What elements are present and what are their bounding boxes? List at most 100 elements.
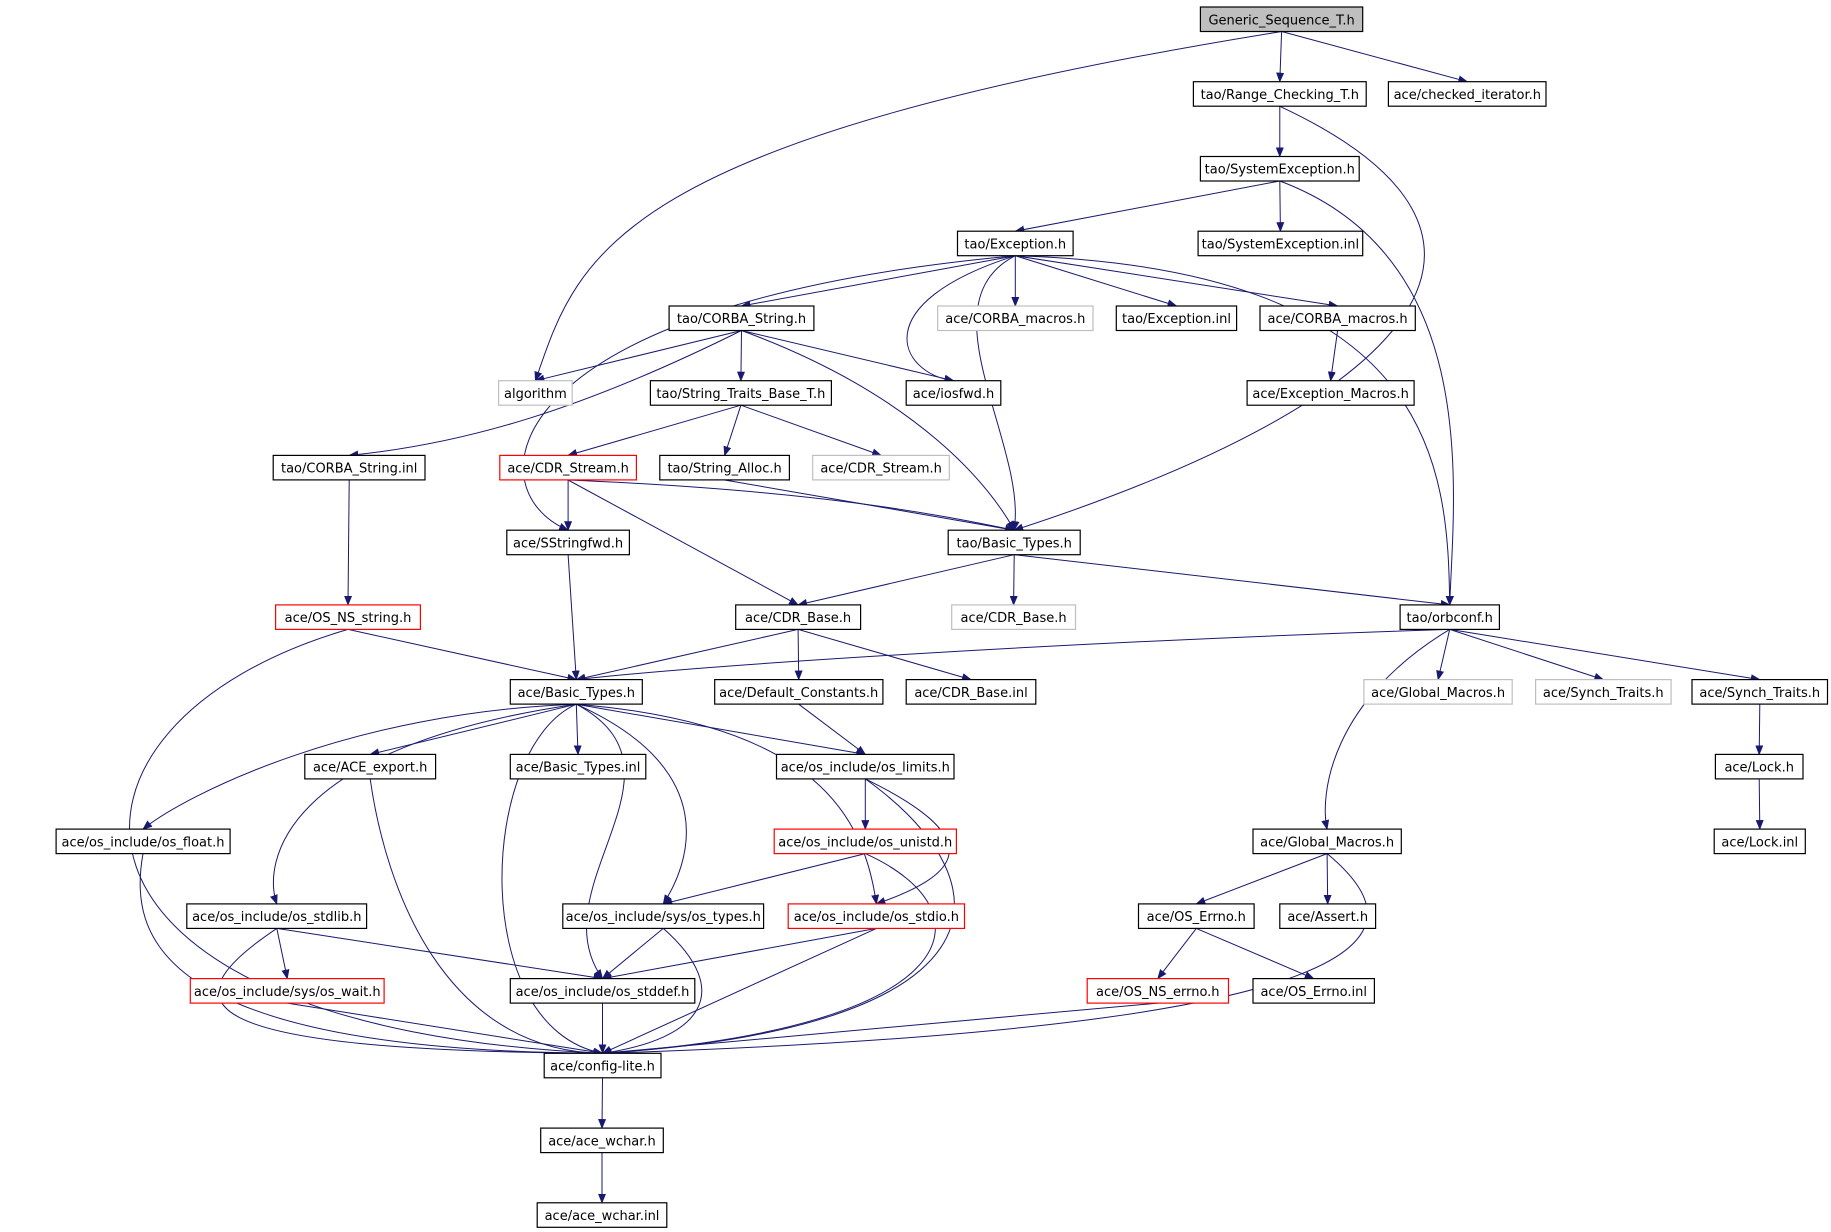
node-ace_os_include_os_stdio_h[interactable]: ace/os_include/os_stdio.h	[787, 903, 966, 930]
node-ace_lock_inl[interactable]: ace/Lock.inl	[1713, 828, 1806, 855]
node-box	[509, 678, 643, 705]
edge-ace_basic_types_h-to-ace_ace_export_h	[369, 703, 577, 757]
edge-ace_global_macros_h-to-ace_os_errno_h	[1195, 853, 1328, 905]
node-label: Generic_Sequence_T.h	[1208, 13, 1354, 28]
node-label: ace/CORBA_macros.h	[1268, 312, 1408, 327]
node-label: ace/Basic_Types.inl	[516, 761, 641, 776]
edge-ace_basic_types_h-to-ace_os_include_os_stdio_h	[576, 703, 880, 905]
edge-ace_default_constants_h-to-ace_os_include_os_limits_h	[798, 703, 867, 756]
edge-ace_os_include_os_stdlib_h-to-ace_os_include_os_stddef_h	[276, 927, 604, 982]
node-ace_os_include_os_stddef_h[interactable]: ace/os_include/os_stddef.h	[509, 977, 696, 1004]
node-ace_ace_wchar_inl[interactable]: ace/ace_wchar.inl	[536, 1202, 668, 1228]
node-box	[905, 380, 1002, 406]
node-box	[1259, 305, 1416, 332]
node-label: ace/os_include/sys/os_wait.h	[194, 985, 381, 1000]
edge-generic_sequence_t_h-to-ace_checked_iterator_h	[1281, 31, 1469, 84]
node-ace_os_include_os_float_h[interactable]: ace/os_include/os_float.h	[55, 828, 231, 855]
node-box	[1713, 828, 1806, 855]
node-tao_exception_h[interactable]: tao/Exception.h	[956, 230, 1074, 257]
node-tao_basic_types_h[interactable]: tao/Basic_Types.h	[947, 529, 1081, 556]
node-ace_checked_iterator_h[interactable]: ace/checked_iterator.h	[1387, 81, 1547, 107]
node-ace_os_ns_errno_h[interactable]: ace/OS_NS_errno.h	[1086, 977, 1230, 1004]
node-label: ace/CDR_Stream.h	[820, 462, 942, 477]
node-label: ace/iosfwd.h	[913, 387, 994, 402]
node-tao_string_traits_base_t_h[interactable]: tao/String_Traits_Base_T.h	[649, 380, 833, 406]
node-label: tao/SystemException.h	[1205, 163, 1355, 178]
node-label: ace/Default_Constants.h	[719, 686, 878, 701]
node-label: ace/Exception_Macros.h	[1252, 387, 1408, 402]
edge-tao_basic_types_h-to-ace_cdr_base_h_gray	[1009, 554, 1018, 606]
node-box	[1246, 380, 1415, 406]
node-tao_corba_string_h[interactable]: tao/CORBA_String.h	[668, 305, 815, 332]
node-label: ace/Synch_Traits.h	[1543, 686, 1664, 701]
node-generic_sequence_t_h[interactable]: Generic_Sequence_T.h	[1199, 6, 1364, 33]
node-box	[55, 828, 231, 855]
node-label: ace/Global_Macros.h	[1260, 835, 1394, 850]
node-ace_os_ns_string_h[interactable]: ace/OS_NS_string.h	[275, 604, 422, 631]
node-box	[1192, 81, 1367, 107]
node-label: ace/Synch_Traits.h	[1699, 686, 1820, 701]
node-box	[937, 305, 1094, 332]
node-ace_exception_macros_h[interactable]: ace/Exception_Macros.h	[1246, 380, 1415, 406]
node-ace_assert_h[interactable]: ace/Assert.h	[1279, 903, 1377, 930]
node-ace_cdr_base_h[interactable]: ace/CDR_Base.h	[735, 604, 862, 631]
edge-ace_os_include_sys_os_wait_h-to-ace_config_lite_h	[287, 1002, 604, 1056]
node-ace_os_include_os_stdlib_h[interactable]: ace/os_include/os_stdlib.h	[186, 903, 368, 930]
node-ace_cdr_base_inl[interactable]: ace/CDR_Base.inl	[905, 678, 1037, 705]
edge-tao_orbconf_h-to-ace_global_macros_h_gray	[1436, 629, 1451, 681]
node-box	[1137, 903, 1255, 930]
node-ace_os_include_os_limits_h[interactable]: ace/os_include/os_limits.h	[775, 753, 955, 780]
edge-ace_os_ns_errno_h-to-ace_config_lite_h	[601, 1002, 1158, 1057]
node-ace_os_errno_inl[interactable]: ace/OS_Errno.inl	[1252, 977, 1376, 1004]
node-tao_systemexception_inl[interactable]: tao/SystemException.inl	[1197, 230, 1364, 257]
node-ace_default_constants_h[interactable]: ace/Default_Constants.h	[714, 678, 884, 705]
node-ace_ace_export_h[interactable]: ace/ACE_export.h	[304, 753, 437, 780]
edge-tao_string_traits_base_t_h-to-ace_cdr_stream_h_red	[567, 404, 742, 457]
node-ace_lock_h[interactable]: ace/Lock.h	[1714, 753, 1804, 780]
node-ace_os_include_sys_os_types_h[interactable]: ace/os_include/sys/os_types.h	[562, 903, 765, 930]
node-box	[506, 529, 630, 556]
node-box	[905, 678, 1037, 705]
node-label: ace/os_include/os_stddef.h	[516, 985, 690, 1000]
edge-tao_orbconf_h-to-ace_basic_types_h	[575, 628, 1450, 683]
node-label: ace/ace_wchar.h	[548, 1134, 656, 1149]
node-tao_corba_string_inl[interactable]: tao/CORBA_String.inl	[272, 454, 426, 481]
edge-tao_corba_string_h-to-tao_basic_types_h	[741, 330, 1015, 532]
node-ace_synch_traits_h[interactable]: ace/Synch_Traits.h	[1691, 678, 1829, 705]
node-tao_systemexception_h[interactable]: tao/SystemException.h	[1199, 155, 1360, 182]
node-tao_exception_inl[interactable]: tao/Exception.inl	[1115, 305, 1238, 332]
node-ace_os_errno_h[interactable]: ace/OS_Errno.h	[1137, 903, 1255, 930]
edge-ace_synch_traits_h-to-ace_lock_h	[1755, 704, 1764, 756]
edge-ace_cdr_base_h-to-ace_basic_types_h	[575, 628, 799, 682]
edge-ace_global_macros_h-to-ace_config_lite_h	[601, 853, 1368, 1058]
node-ace_os_include_os_unistd_h[interactable]: ace/os_include/os_unistd.h	[773, 828, 958, 855]
edge-ace_os_errno_h-to-ace_os_errno_inl	[1196, 927, 1315, 980]
edge-tao_basic_types_h-to-tao_orbconf_h	[1014, 554, 1451, 608]
edge-tao_systemexception_h-to-tao_systemexception_inl	[1276, 180, 1285, 233]
node-ace_basic_types_h[interactable]: ace/Basic_Types.h	[509, 678, 643, 705]
node-label: ace/CDR_Base.inl	[914, 686, 1027, 701]
node-tao_range_checking_t_h[interactable]: tao/Range_Checking_T.h	[1192, 81, 1367, 107]
node-ace_global_macros_h[interactable]: ace/Global_Macros.h	[1252, 828, 1402, 855]
node-label: ace/Basic_Types.h	[518, 686, 635, 701]
node-tao_string_alloc_h[interactable]: tao/String_Alloc.h	[659, 454, 790, 481]
edge-ace_os_include_os_limits_h-to-ace_config_lite_h	[601, 778, 955, 1057]
node-ace_sstringfwd_h[interactable]: ace/SStringfwd.h	[506, 529, 630, 556]
node-ace_cdr_stream_h_gray: ace/CDR_Stream.h	[812, 454, 950, 481]
node-box	[775, 753, 955, 780]
node-ace_config_lite_h[interactable]: ace/config-lite.h	[543, 1052, 662, 1079]
node-tao_orbconf_h[interactable]: tao/orbconf.h	[1399, 604, 1500, 631]
node-label: tao/Range_Checking_T.h	[1201, 88, 1359, 103]
node-label: ace/Lock.h	[1724, 761, 1794, 776]
node-ace_basic_types_inl[interactable]: ace/Basic_Types.inl	[509, 753, 647, 780]
node-ace_corba_macros_h[interactable]: ace/CORBA_macros.h	[1259, 305, 1416, 332]
edge-tao_corba_string_h-to-ace_iosfwd_h	[741, 330, 955, 383]
edge-ace_cdr_base_h-to-ace_cdr_base_inl	[797, 628, 972, 681]
node-label: ace/CDR_Stream.h	[507, 462, 629, 477]
node-ace_os_include_sys_os_wait_h[interactable]: ace/os_include/sys/os_wait.h	[189, 977, 385, 1004]
node-ace_ace_wchar_h[interactable]: ace/ace_wchar.h	[540, 1127, 664, 1154]
edge-ace_lock_h-to-ace_lock_inl	[1755, 778, 1764, 831]
node-ace_cdr_stream_h_red[interactable]: ace/CDR_Stream.h	[499, 454, 637, 481]
node-ace_iosfwd_h[interactable]: ace/iosfwd.h	[905, 380, 1002, 406]
